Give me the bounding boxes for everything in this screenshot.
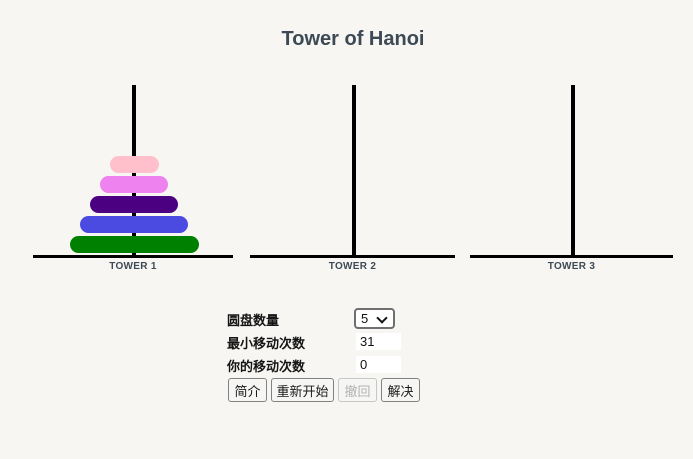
disk-4[interactable] bbox=[80, 216, 188, 233]
solve-button[interactable]: 解决 bbox=[381, 378, 420, 402]
tower-3-pole bbox=[571, 85, 575, 255]
tower-3-label: TOWER 3 bbox=[547, 261, 596, 272]
tower-2-disks bbox=[252, 85, 455, 253]
tower-1-label: TOWER 1 bbox=[109, 261, 157, 272]
min-moves-label: 最小移动次数 bbox=[227, 336, 306, 351]
disk-3[interactable] bbox=[90, 196, 178, 213]
tower-3-disks bbox=[472, 85, 673, 253]
chevron-down-icon bbox=[376, 312, 388, 324]
tower-1-base bbox=[33, 255, 233, 258]
tower-2-base bbox=[250, 255, 455, 258]
tower-1[interactable]: TOWER 1 bbox=[33, 85, 233, 277]
disk-2[interactable] bbox=[100, 176, 168, 193]
tower-1-disks bbox=[35, 85, 233, 253]
tower-3[interactable]: TOWER 3 bbox=[470, 85, 673, 277]
disk-count-select[interactable]: 5 bbox=[354, 308, 395, 329]
intro-button[interactable]: 简介 bbox=[228, 378, 267, 402]
tower-3-base bbox=[470, 255, 673, 258]
page-title: Tower of Hanoi bbox=[281, 28, 425, 50]
tower-2-label: TOWER 2 bbox=[328, 261, 377, 272]
undo-button: 撤回 bbox=[338, 378, 377, 402]
your-moves-label: 你的移动次数 bbox=[227, 359, 306, 374]
disk-5[interactable] bbox=[69, 236, 199, 253]
disk-count-selected-value: 5 bbox=[361, 311, 369, 326]
your-moves-value: 0 bbox=[356, 356, 401, 373]
disk-count-label: 圆盘数量 bbox=[227, 313, 280, 328]
restart-button[interactable]: 重新开始 bbox=[271, 378, 334, 402]
tower-2[interactable]: TOWER 2 bbox=[250, 85, 455, 277]
min-moves-value: 31 bbox=[356, 333, 401, 350]
disk-1[interactable] bbox=[109, 156, 159, 173]
tower-2-pole bbox=[352, 85, 356, 255]
